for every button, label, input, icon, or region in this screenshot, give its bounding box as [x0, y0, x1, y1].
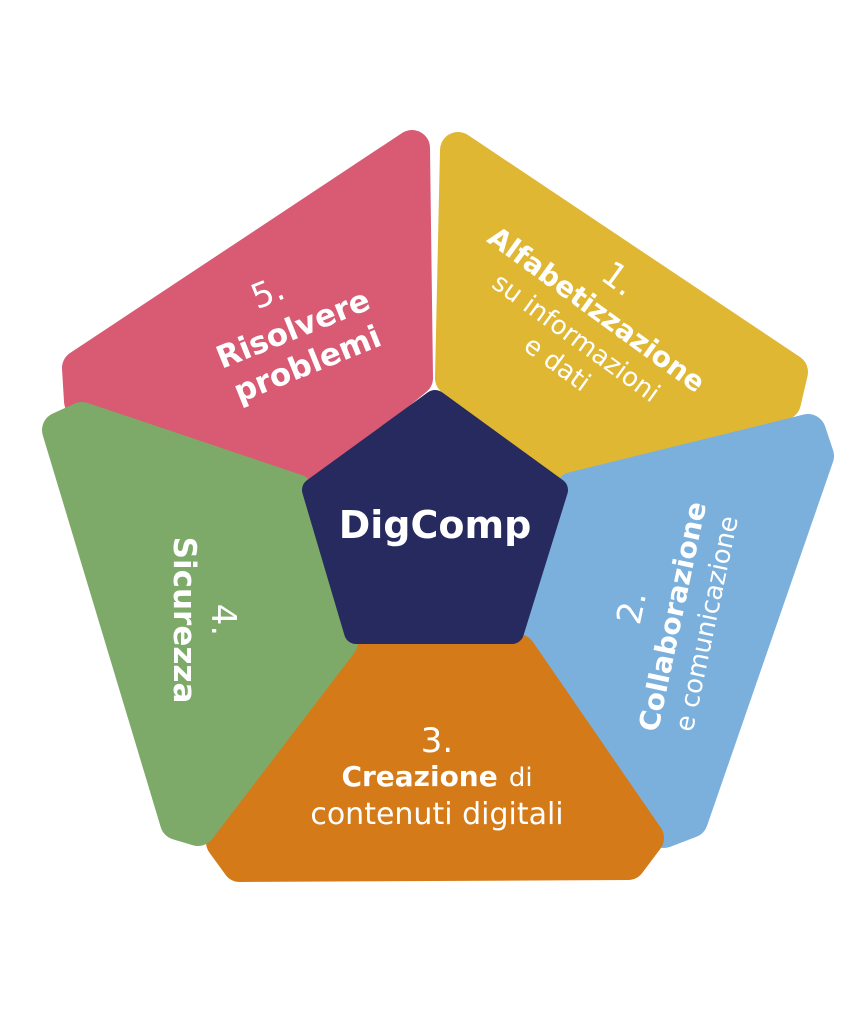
segment-4-label: Sicurezza	[166, 537, 202, 704]
center-label: DigComp	[339, 503, 532, 547]
segment-3-label-connector: di	[509, 763, 533, 793]
segment-3-shape	[206, 634, 664, 882]
segment-alfabetizzazione: 1. Alfabetizzazione su informazioni e da…	[435, 132, 808, 492]
segment-creazione: 3. Creazione di contenuti digitali	[206, 634, 664, 882]
segment-risolvere-problemi: 5. Risolvere problemi	[62, 130, 433, 492]
segment-sicurezza: 4. Sicurezza	[42, 402, 358, 846]
segment-4-number: 4.	[203, 604, 243, 636]
segment-1-shape	[435, 132, 808, 492]
svg-text:Creazione di: Creazione di	[341, 760, 532, 793]
center-pentagon-group: DigComp	[302, 390, 568, 644]
segment-3-number: 3.	[421, 721, 453, 761]
segment-4-shape	[42, 402, 358, 846]
segment-2-shape	[507, 414, 834, 848]
center-pentagon	[302, 390, 568, 644]
segment-3-label-line-2: contenuti digitali	[310, 797, 563, 832]
segment-collaborazione: 2. Collaborazione e comunicazione	[507, 414, 834, 848]
segment-3-label-line-1: Creazione	[341, 760, 497, 793]
